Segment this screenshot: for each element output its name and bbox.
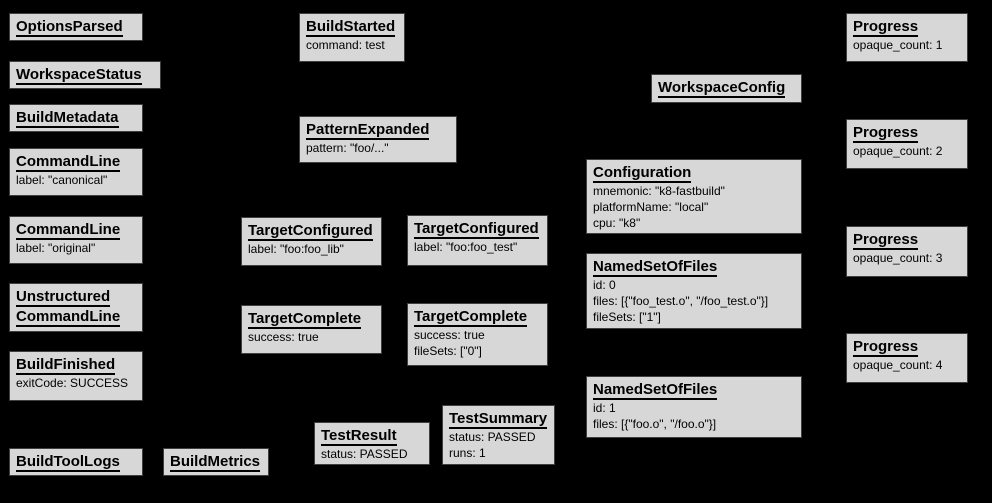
node-title: OptionsParsed <box>16 18 123 37</box>
node-title: BuildMetrics <box>170 453 261 472</box>
node-title: TargetComplete <box>414 308 528 327</box>
node-attribute: status: PASSED <box>449 430 536 444</box>
node-title: NamedSetOfFiles <box>593 258 718 277</box>
node-attribute: label: "foo:foo_test" <box>414 240 518 254</box>
node-title: TargetConfigured <box>248 222 373 241</box>
node-attribute: mnemonic: "k8-fastbuild" <box>593 184 725 198</box>
node-title: NamedSetOfFiles <box>593 381 718 400</box>
node-attribute: opaque_count: 2 <box>853 144 943 158</box>
node-title: WorkspaceStatus <box>16 66 142 85</box>
node-workspace-status: WorkspaceStatus <box>9 61 161 89</box>
node-attribute: opaque_count: 1 <box>853 38 943 52</box>
node-title: Progress <box>853 231 919 250</box>
node-title: BuildFinished <box>16 356 116 375</box>
node-title: CommandLine <box>16 153 121 172</box>
node-attribute: id: 0 <box>593 278 616 292</box>
node-title: TestSummary <box>449 410 548 429</box>
node-attribute: files: [{"foo_test.o", "/foo_test.o"}] <box>593 294 769 308</box>
node-title: WorkspaceConfig <box>658 79 786 98</box>
node-attribute: opaque_count: 3 <box>853 251 943 265</box>
node-title: CommandLine <box>16 221 121 240</box>
node-attribute: label: "foo:foo_lib" <box>248 242 344 256</box>
node-title: BuildStarted <box>306 18 396 37</box>
node-attribute: fileSets: ["0"] <box>414 344 482 358</box>
node-attribute: opaque_count: 4 <box>853 358 943 372</box>
node-build-metadata: BuildMetadata <box>9 104 143 132</box>
node-workspace-config: WorkspaceConfig <box>651 74 802 103</box>
node-attribute: exitCode: SUCCESS <box>16 376 129 390</box>
node-attribute: files: [{"foo.o", "/foo.o"}] <box>593 417 717 431</box>
node-build-metrics: BuildMetrics <box>163 448 269 476</box>
node-title: CommandLine <box>16 308 121 327</box>
node-attribute: success: true <box>248 330 319 344</box>
node-title: TestResult <box>321 427 397 446</box>
node-attribute: id: 1 <box>593 401 616 415</box>
node-attribute: label: "original" <box>16 241 96 255</box>
node-title: BuildMetadata <box>16 109 119 128</box>
node-title: Unstructured <box>16 288 111 307</box>
node-attribute: label: "canonical" <box>16 173 108 187</box>
node-title: Configuration <box>593 164 692 183</box>
node-attribute: runs: 1 <box>449 446 486 460</box>
node-title: Progress <box>853 18 919 37</box>
node-attribute: fileSets: ["1"] <box>593 310 661 324</box>
node-attribute: platformName: "local" <box>593 200 709 214</box>
node-build-tool-logs: BuildToolLogs <box>9 448 143 476</box>
node-options-parsed: OptionsParsed <box>9 13 143 41</box>
node-title: BuildToolLogs <box>16 453 120 472</box>
node-attribute: command: test <box>306 38 385 52</box>
node-attribute: success: true <box>414 328 485 342</box>
node-title: PatternExpanded <box>306 121 430 140</box>
node-attribute: status: PASSED <box>321 447 408 461</box>
node-attribute: cpu: "k8" <box>593 216 641 230</box>
node-title: Progress <box>853 124 919 143</box>
node-title: Progress <box>853 338 919 357</box>
node-title: TargetConfigured <box>414 220 539 239</box>
node-attribute: pattern: "foo/..." <box>306 141 389 155</box>
node-title: TargetComplete <box>248 310 362 329</box>
